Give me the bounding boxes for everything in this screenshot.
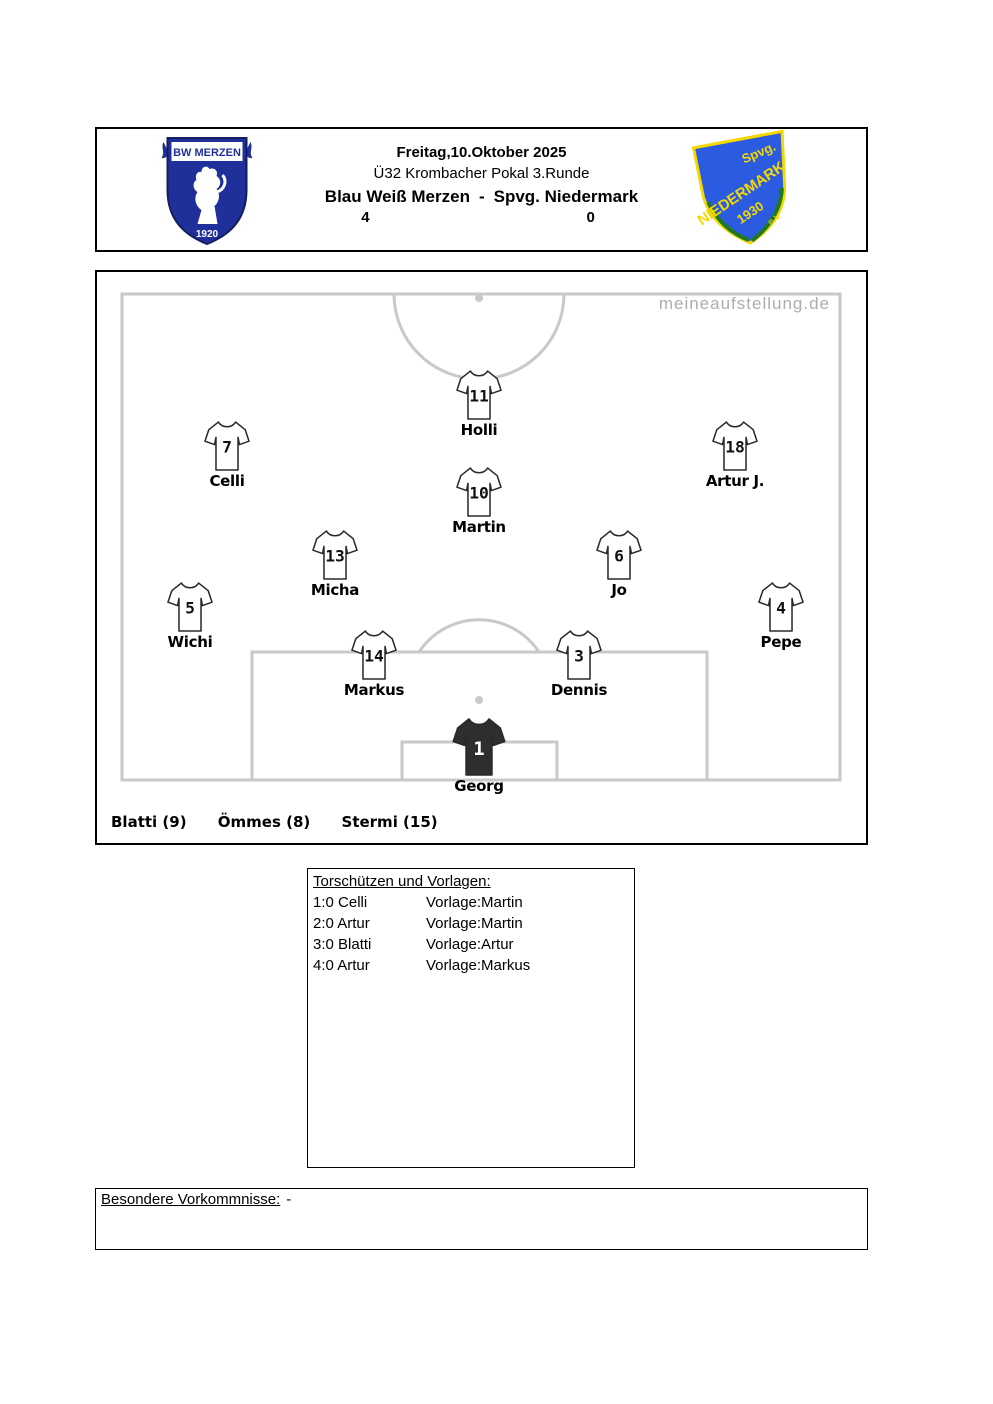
team-separator: - [478,187,485,206]
watermark-text: meineaufstellung.de [658,294,830,313]
jersey-icon: 18 [712,421,758,471]
jersey-icon: 1 [452,718,506,776]
jersey-icon: 11 [456,370,502,420]
jersey-icon: 4 [758,582,804,632]
away-crest-laurel-left [706,201,750,242]
assist: Vorlage:Markus [426,957,531,974]
match-date: Freitag,10.Oktober 2025 [396,144,567,161]
center-circle [392,293,566,381]
player-name: Artur J. [705,472,765,490]
scorers-title: Torschützen und Vorlagen: [313,873,491,890]
penalty-arc [417,618,541,653]
jersey-icon: 3 [556,630,602,680]
home-crest-lion-icon [193,166,221,224]
pitch-outline [120,292,842,782]
player-name: Wichi [167,633,213,651]
svg-text:11: 11 [469,387,489,406]
home-score: 4 [361,209,370,226]
svg-text:5: 5 [185,599,195,618]
center-spot [475,294,483,302]
away-score: 0 [586,209,595,226]
svg-text:18: 18 [725,438,745,457]
svg-text:6: 6 [614,547,624,566]
scorer-row: 3:0 Blatti Vorlage:Artur [313,934,629,955]
away-crest-laurel-right [750,187,784,243]
match-title: Blau Weiß Merzen-Spvg. Niedermark [97,184,866,209]
home-club-crest: BW MERZEN 1920 [161,137,253,246]
assist: Vorlage:Martin [426,894,523,911]
penalty-spot [475,696,483,704]
goal-and-scorer: 3:0 Blatti [313,936,372,953]
svg-text:1: 1 [473,738,484,760]
home-crest-lion-tail [215,174,227,194]
player-name: Pepe [760,633,802,651]
scorer-row: 4:0 Artur Vorlage:Markus [313,955,629,976]
player-name: Dennis [550,681,608,699]
svg-text:14: 14 [364,647,384,666]
substitute-name: Blatti (9) [111,813,187,831]
crest-mantling-right [246,142,253,159]
away-team-name: Spvg. Niedermark [493,187,639,206]
svg-text:10: 10 [469,484,489,503]
special-incidents-box: Besondere Vorkommnisse:- [95,1188,868,1250]
jersey-icon: 5 [167,582,213,632]
home-crest-year: 1920 [196,229,219,240]
substitute-name: Stermi (15) [341,813,438,831]
player-name: Holli [460,421,498,439]
goal-and-scorer: 4:0 Artur [313,957,370,974]
scorer-row: 2:0 Artur Vorlage:Martin [313,913,629,934]
assist: Vorlage:Artur [426,936,514,953]
goal-and-scorer: 2:0 Artur [313,915,370,932]
jersey-icon: 14 [351,630,397,680]
scorer-row: 1:0 Celli Vorlage:Martin [313,892,629,913]
home-crest-name: BW MERZEN [173,147,241,159]
svg-text:4: 4 [776,599,786,618]
player-name: Georg [454,777,504,795]
jersey-icon: 7 [204,421,250,471]
jersey-icon: 13 [312,530,358,580]
home-team-name: Blau Weiß Merzen [324,187,470,206]
header-text-block: Freitag,10.Oktober 2025 Ü32 Krombacher P… [97,129,866,231]
special-incidents-label: Besondere Vorkommnisse: [101,1191,281,1208]
svg-text:3: 3 [574,647,584,666]
special-incidents-value: - [286,1191,292,1208]
substitute-name: Ömmes (8) [217,813,311,831]
player-name: Celli [209,472,245,490]
substitutes-line: Blatti (9) Ömmes (8) Stermi (15) [111,813,464,831]
crest-mantling-left [161,142,168,159]
player-name: Martin [452,518,506,536]
player-name: Micha [310,581,360,599]
away-club-crest: Spvg. NIEDERMARK 1930 e.V. [691,129,788,245]
player-name: Markus [343,681,405,699]
jersey-icon: 10 [456,467,502,517]
match-header-box: BW MERZEN 1920 Spvg. NIEDERMARK 1930 e.V… [95,127,868,252]
svg-text:13: 13 [325,547,345,566]
jersey-icon: 6 [596,530,642,580]
score-row: 4 0 [97,209,866,231]
competition-name: Ü32 Krombacher Pokal 3.Runde [373,165,590,182]
player-name: Jo [611,581,627,599]
svg-text:7: 7 [222,438,232,457]
assist: Vorlage:Martin [426,915,523,932]
goal-and-scorer: 1:0 Celli [313,894,368,911]
home-crest-band [171,142,243,161]
